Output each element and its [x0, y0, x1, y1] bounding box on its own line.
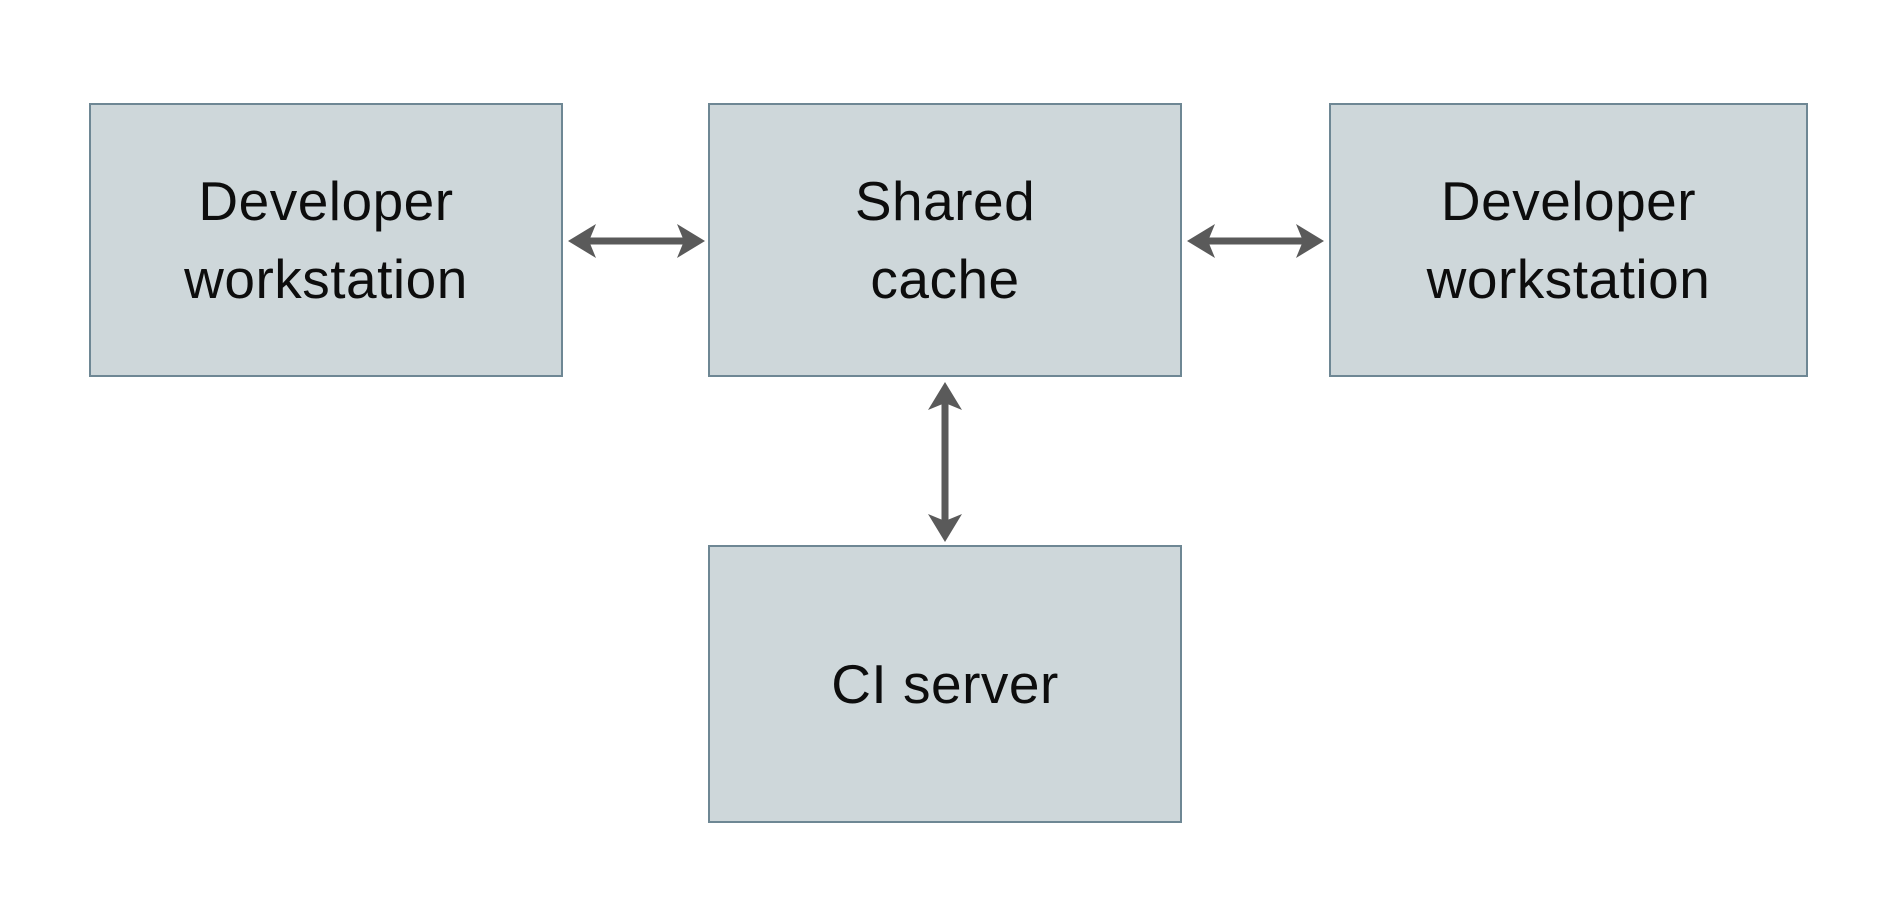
- node-developer-workstation-left: Developer workstation: [89, 103, 563, 377]
- bidirectional-arrow-shared-cache-ci-server: [928, 382, 962, 542]
- node-shared-cache: Shared cache: [708, 103, 1182, 377]
- node-label-ci-server: CI server: [831, 653, 1059, 715]
- node-label-developer-workstation-right: Developer workstation: [1426, 170, 1711, 310]
- node-ci-server: CI server: [708, 545, 1182, 823]
- bidirectional-arrow-left-workstation-shared-cache: [568, 224, 705, 258]
- node-label-shared-cache: Shared cache: [854, 170, 1036, 310]
- node-developer-workstation-right: Developer workstation: [1329, 103, 1808, 377]
- node-label-developer-workstation-left: Developer workstation: [184, 170, 468, 310]
- bidirectional-arrow-shared-cache-right-workstation: [1187, 224, 1324, 258]
